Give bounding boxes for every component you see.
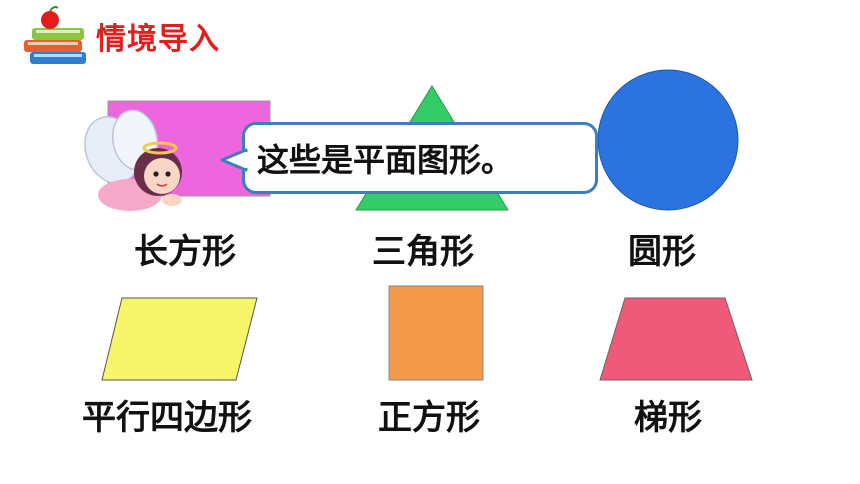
circle-label: 圆形: [628, 232, 696, 272]
trapezoid-shape: [599, 297, 753, 381]
square-shape: [388, 285, 484, 381]
square-label: 正方形: [378, 398, 480, 438]
rectangle-label: 长方形: [134, 232, 236, 272]
parallelogram-label: 平行四边形: [82, 398, 252, 438]
books-apple-icon: [24, 6, 86, 64]
parallelogram-shape: [101, 297, 258, 381]
triangle-label: 三角形: [372, 232, 474, 272]
angel-girl-illustration: [84, 109, 182, 211]
speech-bubble: 这些是平面图形。: [242, 122, 598, 194]
page-title: 情境导入: [96, 22, 220, 57]
speech-bubble-text: 这些是平面图形。: [257, 141, 514, 179]
trapezoid-label: 梯形: [634, 398, 702, 438]
circle-shape: [597, 69, 739, 211]
